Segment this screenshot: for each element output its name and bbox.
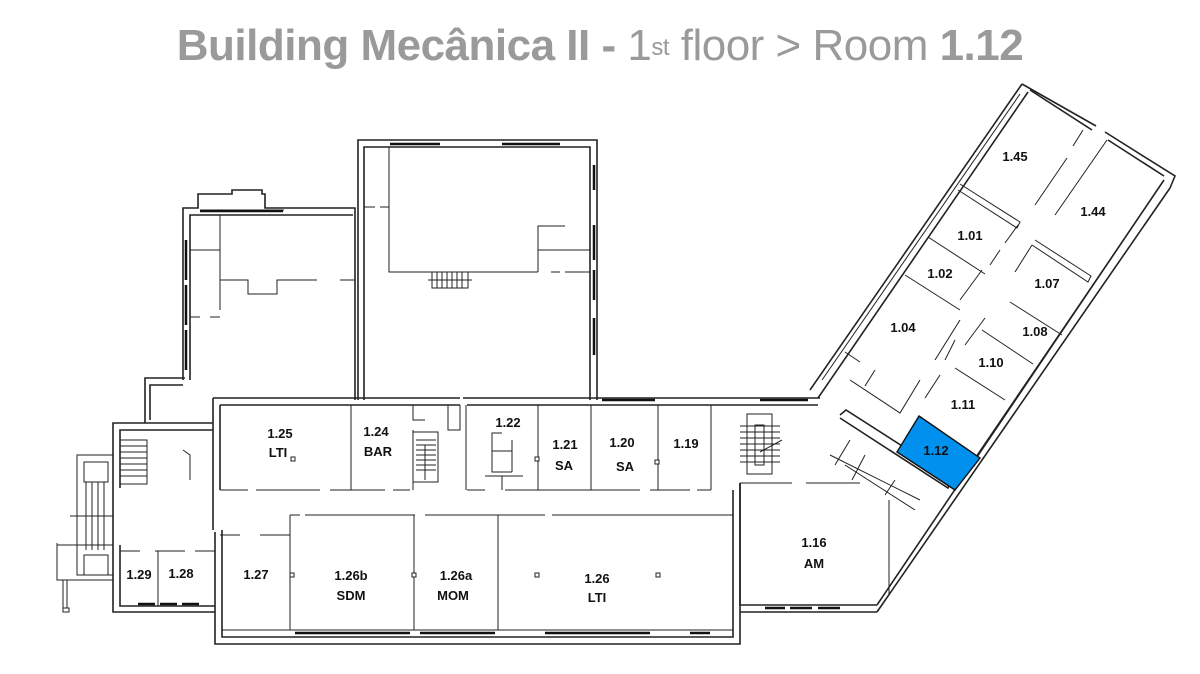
left-staircases (56, 377, 213, 613)
room-labels: 1.45 1.44 1.01 1.02 1.07 1.04 1.08 1.10 … (126, 149, 1106, 605)
svg-text:1.04: 1.04 (890, 320, 916, 335)
svg-text:1.29: 1.29 (126, 567, 151, 582)
room-1-26[interactable]: 1.26 LTI (584, 571, 609, 605)
svg-text:1.44: 1.44 (1080, 204, 1106, 219)
room-1-44[interactable]: 1.44 (1080, 204, 1106, 219)
floor-number: 1 (627, 21, 652, 70)
room-1-10[interactable]: 1.10 (978, 355, 1003, 370)
svg-text:1.08: 1.08 (1022, 324, 1047, 339)
highlighted-room-1-12[interactable] (896, 415, 982, 491)
svg-text:SA: SA (555, 458, 574, 473)
page-title: Building Mecânica II - 1st floor > Room … (0, 18, 1200, 74)
room-1-21[interactable]: 1.21 SA (552, 437, 577, 473)
room-1-19[interactable]: 1.19 (673, 436, 698, 451)
svg-text:MOM: MOM (437, 588, 469, 603)
svg-text:1.28: 1.28 (168, 566, 193, 581)
svg-text:1.07: 1.07 (1034, 276, 1059, 291)
small-staircase (428, 271, 472, 289)
svg-text:SDM: SDM (337, 588, 366, 603)
room-1-22[interactable]: 1.22 (495, 415, 520, 430)
svg-text:1.19: 1.19 (673, 436, 698, 451)
title-separator: - (589, 21, 628, 70)
room-1-27[interactable]: 1.27 (243, 567, 268, 582)
room-1-04[interactable]: 1.04 (890, 320, 916, 335)
svg-text:1.26a: 1.26a (440, 568, 473, 583)
svg-text:1.20: 1.20 (609, 435, 634, 450)
diagonal-wing (809, 83, 1176, 613)
svg-text:LTI: LTI (588, 590, 607, 605)
svg-text:SA: SA (616, 459, 635, 474)
room-1-25[interactable]: 1.25 LTI (267, 426, 292, 460)
room-1-08[interactable]: 1.08 (1022, 324, 1047, 339)
svg-text:1.26b: 1.26b (334, 568, 367, 583)
svg-text:1.26: 1.26 (584, 571, 609, 586)
room-1-29[interactable]: 1.29 (126, 567, 151, 582)
main-wing (112, 397, 820, 645)
svg-text:AM: AM (804, 556, 824, 571)
room-1-01[interactable]: 1.01 (957, 228, 982, 243)
svg-text:1.21: 1.21 (552, 437, 577, 452)
svg-text:1.02: 1.02 (927, 266, 952, 281)
svg-text:BAR: BAR (364, 444, 393, 459)
center-upper-hall (357, 139, 598, 400)
room-1-20[interactable]: 1.20 SA (609, 435, 634, 474)
floor-word: floor > Room (669, 21, 940, 70)
right-section (739, 413, 890, 613)
svg-text:1.25: 1.25 (267, 426, 292, 441)
room-1-16[interactable]: 1.16 AM (801, 535, 826, 571)
floor-suffix: st (651, 34, 670, 61)
room-1-24[interactable]: 1.24 BAR (363, 424, 392, 459)
room-1-11[interactable]: 1.11 (951, 397, 976, 412)
staircase-1-24 (412, 431, 439, 483)
left-upper-hall (182, 189, 356, 400)
room-1-26a[interactable]: 1.26a MOM (437, 568, 473, 603)
room-1-26b[interactable]: 1.26b SDM (334, 568, 367, 603)
svg-text:1.24: 1.24 (363, 424, 389, 439)
selected-room-number: 1.12 (939, 21, 1024, 70)
svg-text:1.16: 1.16 (801, 535, 826, 550)
room-1-28[interactable]: 1.28 (168, 566, 193, 581)
svg-text:1.10: 1.10 (978, 355, 1003, 370)
svg-text:1.01: 1.01 (957, 228, 982, 243)
svg-text:LTI: LTI (269, 445, 288, 460)
building-name: Building Mecânica II (176, 21, 590, 70)
room-1-12-label[interactable]: 1.12 (923, 443, 948, 458)
room-1-07[interactable]: 1.07 (1034, 276, 1059, 291)
svg-text:1.12: 1.12 (923, 443, 948, 458)
column-markers (289, 456, 661, 578)
svg-text:1.11: 1.11 (951, 397, 976, 412)
room-1-45[interactable]: 1.45 (1002, 149, 1027, 164)
svg-text:1.27: 1.27 (243, 567, 268, 582)
svg-text:1.22: 1.22 (495, 415, 520, 430)
svg-text:1.45: 1.45 (1002, 149, 1027, 164)
room-1-02[interactable]: 1.02 (927, 266, 952, 281)
